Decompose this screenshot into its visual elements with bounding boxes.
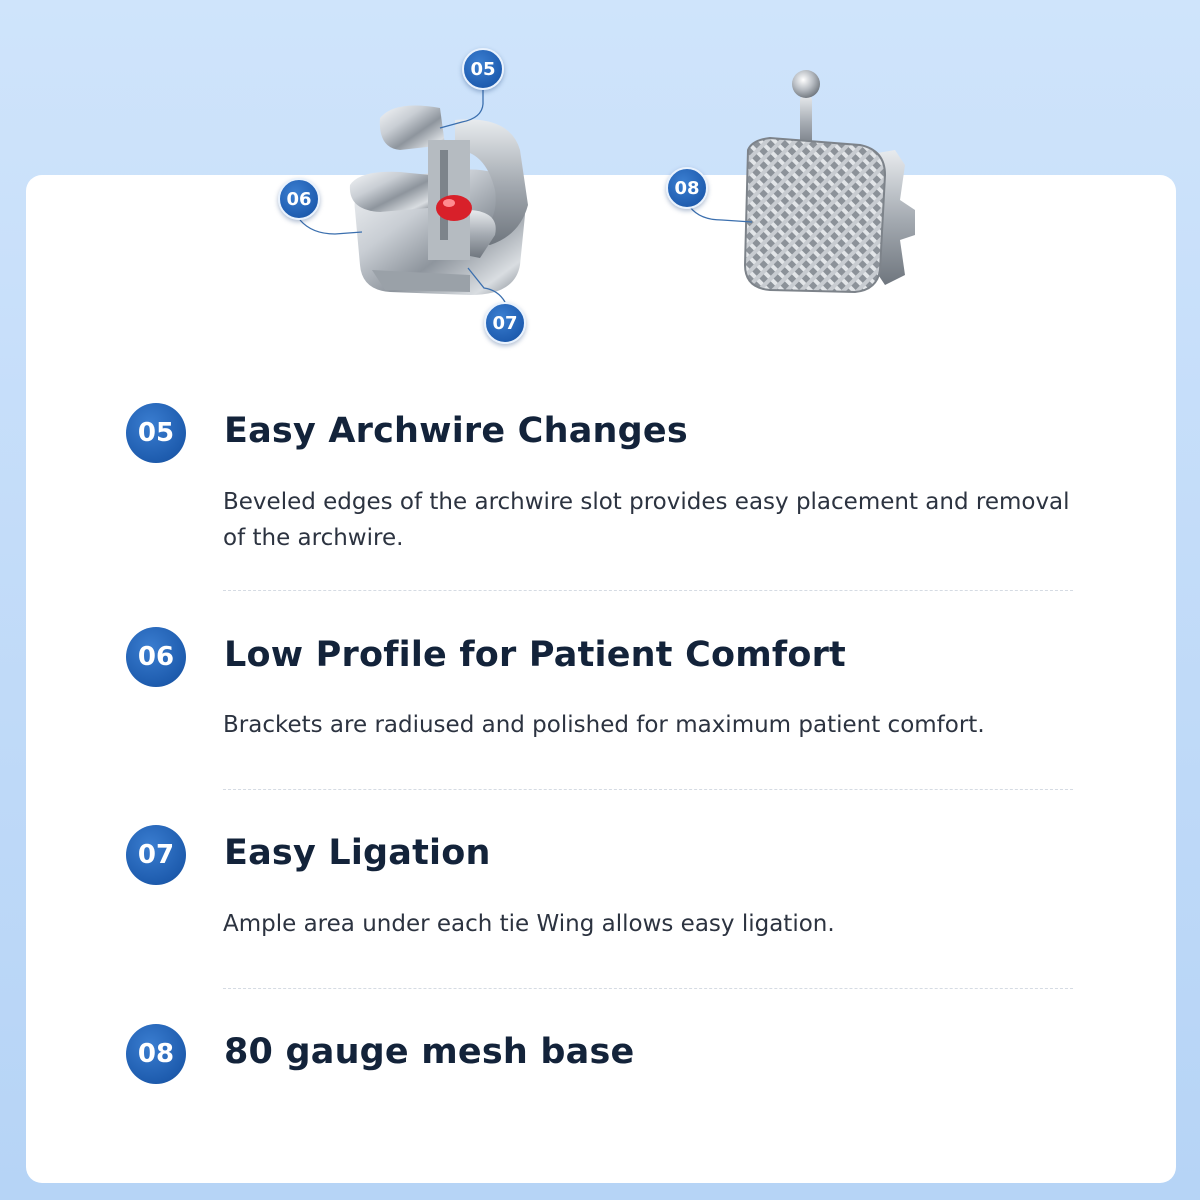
divider — [223, 590, 1073, 591]
content-card — [26, 175, 1176, 1183]
callout-line-07 — [467, 267, 506, 303]
callout-line-05 — [439, 90, 484, 129]
callout-badge-08[interactable]: 08 — [666, 167, 708, 209]
divider — [223, 988, 1073, 989]
feature-title: 80 gauge mesh base — [224, 1032, 635, 1072]
feature-title: Easy Archwire Changes — [224, 411, 688, 451]
feature-title: Easy Ligation — [224, 833, 491, 873]
callout-badge-05[interactable]: 05 — [462, 48, 504, 90]
feature-number-badge: 06 — [126, 627, 186, 687]
feature-number-badge: 07 — [126, 825, 186, 885]
divider — [223, 789, 1073, 790]
callout-badge-07[interactable]: 07 — [484, 302, 526, 344]
bracket-body — [349, 105, 528, 295]
feature-description: Beveled edges of the archwire slot provi… — [223, 489, 1070, 551]
feature-number-badge: 08 — [126, 1024, 186, 1084]
callout-line-08 — [689, 206, 753, 223]
feature-title: Low Profile for Patient Comfort — [224, 635, 846, 675]
feature-number-badge: 05 — [126, 403, 186, 463]
mesh-base — [743, 70, 915, 294]
feature-description: Ample area under each tie Wing allows ea… — [223, 911, 835, 937]
feature-description: Brackets are radiused and polished for m… — [223, 712, 985, 738]
callout-badge-06[interactable]: 06 — [278, 178, 320, 220]
callout-line-06 — [299, 219, 363, 235]
bracket-illustration — [299, 70, 915, 303]
